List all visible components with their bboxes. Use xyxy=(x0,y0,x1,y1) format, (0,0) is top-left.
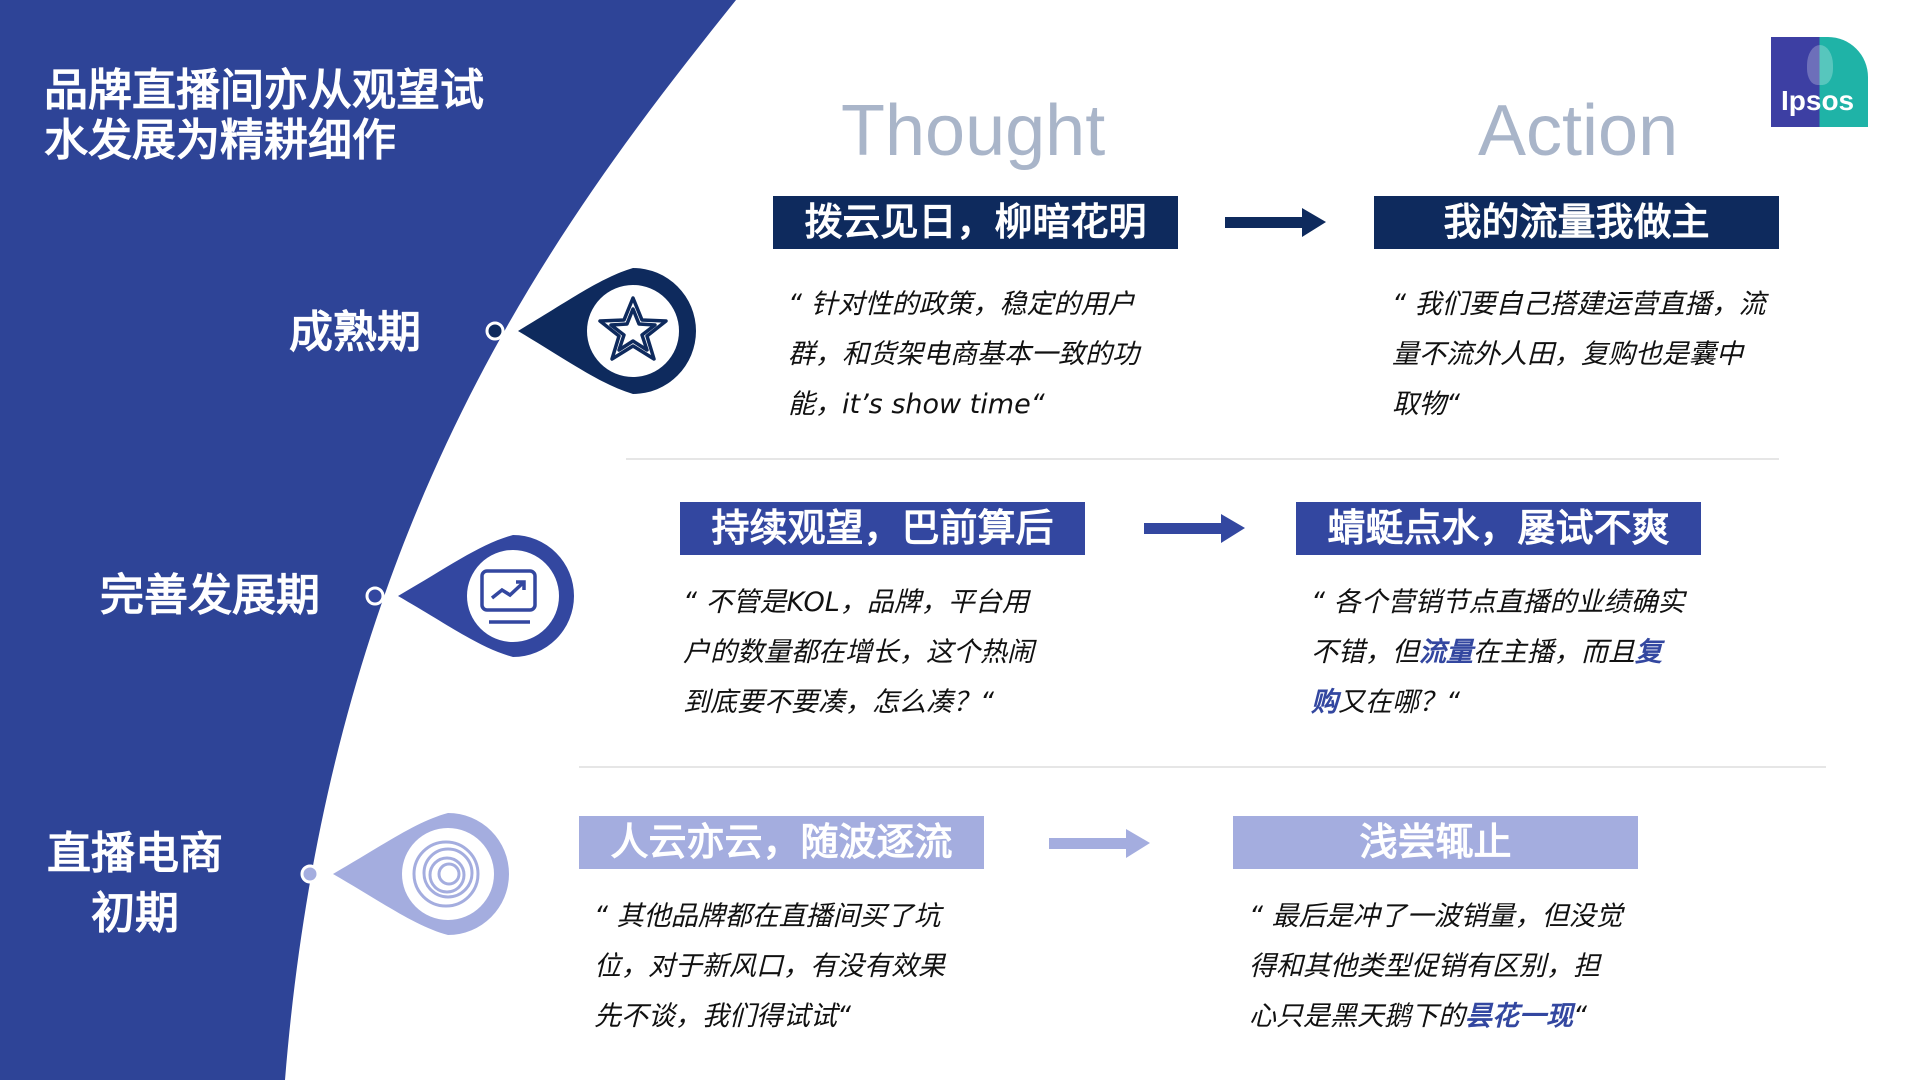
quote-line: 不错，但流量在主播，而且复 xyxy=(1311,628,1685,678)
divider xyxy=(626,458,1779,460)
logo-text: Ipsos xyxy=(1781,85,1855,116)
page-title: 品牌直播间亦从观望试 水发展为精耕细作 xyxy=(44,65,484,166)
quote-text: 到底要不要凑，怎么凑？“ xyxy=(683,687,994,718)
thought-quote-developing: “ 不管是KOL，品牌，平台用户的数量都在增长，这个热闹到底要不要凑，怎么凑？“ xyxy=(683,578,1034,728)
quote-text: “ 针对性的政策，稳定的用户 xyxy=(788,289,1135,320)
arrow-icon-3 xyxy=(1049,829,1150,858)
quote-text: 在主播，而且 xyxy=(1473,637,1635,668)
quote-line: 得和其他类型促销有区别，担 xyxy=(1249,942,1623,992)
thought-title-mature: 拨云见日，柳暗花明 xyxy=(773,196,1178,249)
quote-text: 量不流外人田，复购也是囊中 xyxy=(1392,339,1743,370)
quote-text: 取物“ xyxy=(1392,389,1460,420)
quote-line: “ 我们要自己搭建运营直播，流 xyxy=(1392,280,1766,330)
quote-line: 取物“ xyxy=(1392,380,1766,430)
quote-text: 能，it’s show time“ xyxy=(788,389,1045,420)
quote-line: “ 最后是冲了一波销量，但没觉 xyxy=(1249,892,1623,942)
left-curved-band xyxy=(0,0,736,1080)
quote-line: “ 其他品牌都在直播间买了坑 xyxy=(594,892,945,942)
quote-line: 能，it’s show time“ xyxy=(788,380,1139,430)
arrow-icon-2 xyxy=(1144,514,1245,543)
action-quote-early: “ 最后是冲了一波销量，但没觉得和其他类型促销有区别，担心只是黑天鹅下的昙花一现… xyxy=(1249,892,1623,1042)
quote-text: “ xyxy=(1573,1001,1587,1032)
action-quote-developing: “ 各个营销节点直播的业绩确实不错，但流量在主播，而且复购又在哪？“ xyxy=(1311,578,1685,728)
arrow-icon-1 xyxy=(1225,208,1326,237)
logo-head-icon xyxy=(1807,45,1833,85)
quote-line: 心只是黑天鹅下的昙花一现“ xyxy=(1249,992,1623,1042)
quote-line: 先不谈，我们得试试“ xyxy=(594,992,945,1042)
stage-label-early: 直播电商 初期 xyxy=(47,828,223,939)
quote-text: 不错，但 xyxy=(1311,637,1419,668)
quote-text: 户的数量都在增长，这个热闹 xyxy=(683,637,1034,668)
quote-text: “ 不管是KOL，品牌，平台用 xyxy=(683,587,1029,618)
quote-line: 户的数量都在增长，这个热闹 xyxy=(683,628,1034,678)
action-quote-mature: “ 我们要自己搭建运营直播，流量不流外人田，复购也是囊中取物“ xyxy=(1392,280,1766,430)
quote-text: “ 我们要自己搭建运营直播，流 xyxy=(1392,289,1766,320)
quote-text: 又在哪？“ xyxy=(1338,687,1460,718)
quote-line: 群，和货架电商基本一致的功 xyxy=(788,330,1139,380)
stage-label-developing: 完善发展期 xyxy=(100,570,320,621)
action-column-header: Action xyxy=(1478,91,1679,171)
quote-text: “ 各个营销节点直播的业绩确实 xyxy=(1311,587,1685,618)
thought-quote-early: “ 其他品牌都在直播间买了坑位，对于新风口，有没有效果先不谈，我们得试试“ xyxy=(594,892,945,1042)
action-title-mature: 我的流量我做主 xyxy=(1374,196,1779,249)
thought-quote-mature: “ 针对性的政策，稳定的用户群，和货架电商基本一致的功能，it’s show t… xyxy=(788,280,1139,430)
highlighted-text: 昙花一现 xyxy=(1465,1001,1573,1032)
chart-monitor-icon xyxy=(480,569,537,624)
quote-text: 得和其他类型促销有区别，担 xyxy=(1249,951,1600,982)
quote-line: 到底要不要凑，怎么凑？“ xyxy=(683,678,1034,728)
quote-text: “ 其他品牌都在直播间买了坑 xyxy=(594,901,941,932)
divider xyxy=(579,766,1826,768)
thought-column-header: Thought xyxy=(841,91,1106,171)
quote-text: 心只是黑天鹅下的 xyxy=(1249,1001,1465,1032)
quote-line: “ 针对性的政策，稳定的用户 xyxy=(788,280,1139,330)
action-title-early: 浅尝辄止 xyxy=(1233,816,1638,869)
quote-line: “ 不管是KOL，品牌，平台用 xyxy=(683,578,1034,628)
thought-title-early: 人云亦云，随波逐流 xyxy=(579,816,984,869)
highlighted-text: 购 xyxy=(1311,687,1338,718)
highlighted-text: 流量 xyxy=(1419,637,1473,668)
stage-pin-mature xyxy=(485,268,696,394)
thought-title-developing: 持续观望，巴前算后 xyxy=(680,502,1085,555)
highlighted-text: 复 xyxy=(1635,637,1662,668)
quote-line: “ 各个营销节点直播的业绩确实 xyxy=(1311,578,1685,628)
quote-line: 位，对于新风口，有没有效果 xyxy=(594,942,945,992)
star-icon xyxy=(598,296,668,361)
quote-text: “ 最后是冲了一波销量，但没觉 xyxy=(1249,901,1623,932)
quote-text: 先不谈，我们得试试“ xyxy=(594,1001,851,1032)
quote-text: 群，和货架电商基本一致的功 xyxy=(788,339,1139,370)
quote-line: 购又在哪？“ xyxy=(1311,678,1685,728)
ipsos-logo: Ipsos xyxy=(1771,37,1868,127)
spiral-icon xyxy=(412,840,480,908)
stage-pin-early xyxy=(300,813,509,935)
quote-text: 位，对于新风口，有没有效果 xyxy=(594,951,945,982)
stage-label-mature: 成熟期 xyxy=(289,307,421,358)
stage-pin-developing xyxy=(365,535,574,657)
quote-line: 量不流外人田，复购也是囊中 xyxy=(1392,330,1766,380)
action-title-developing: 蜻蜓点水，屡试不爽 xyxy=(1296,502,1701,555)
